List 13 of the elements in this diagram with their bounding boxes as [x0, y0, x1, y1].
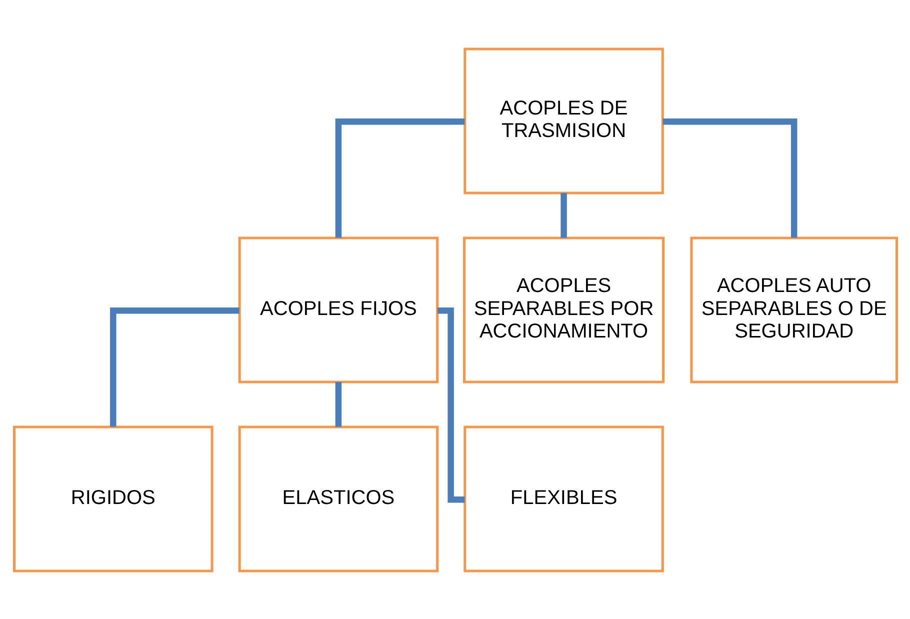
- connector: [436, 307, 464, 502]
- node-box: ACOPLES AUTO SEPARABLES O DE SEGURIDAD: [690, 236, 898, 383]
- connector: [560, 192, 566, 238]
- node-box: RIGIDOS: [12, 425, 213, 572]
- connector: [334, 118, 464, 238]
- node-box: ACOPLES FIJOS: [238, 236, 438, 383]
- node-box: ELASTICOS: [238, 425, 438, 572]
- node-box: ACOPLES DE TRASMISION: [463, 47, 664, 194]
- node-box: ACOPLES SEPARABLES POR ACCIONAMIENTO: [462, 236, 664, 383]
- connector: [334, 382, 342, 426]
- connector: [110, 307, 239, 426]
- connector: [662, 118, 797, 238]
- node-box: FLEXIBLES: [463, 425, 664, 572]
